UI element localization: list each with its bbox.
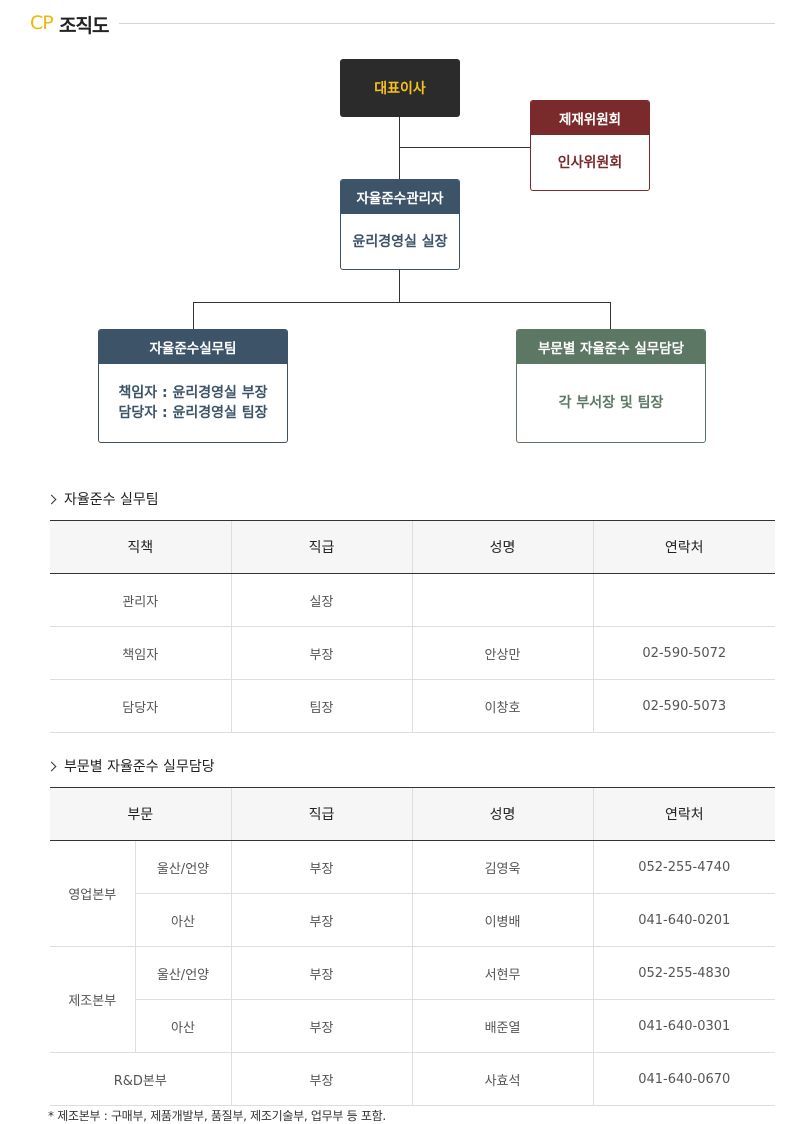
table-cell: 이창호 <box>411 679 593 733</box>
table-cell: 이병배 <box>411 893 594 947</box>
column-header: 직급 <box>230 520 412 574</box>
table-cell: 부장 <box>230 999 413 1053</box>
table-row: 아산 부장 배준열 041-640-0301 <box>50 999 776 1053</box>
section-title-team: 자율준수 실무팀 <box>46 489 159 509</box>
org-node-dept-body: 각 부서장 및 팀장 <box>558 395 664 411</box>
table-cell: 아산 <box>135 999 232 1053</box>
org-node-committee-body: 인사위원회 <box>557 154 623 171</box>
table-cell: 서현무 <box>411 946 594 1000</box>
table-cell: 부장 <box>230 626 412 680</box>
section-title-team-label: 자율준수 실무팀 <box>64 492 159 508</box>
table-cell: 부장 <box>230 946 413 1000</box>
table-cell: 담당자 <box>50 679 231 733</box>
table-cell: 02-590-5073 <box>592 679 775 733</box>
table-cell: 041-640-0301 <box>592 999 776 1053</box>
table-cell: 부장 <box>230 893 413 947</box>
dept-table: 부문 직급 성명 연락처 영업본부 울산/언양 부장 김영욱 052-255-4… <box>50 787 776 1106</box>
table-cell: 책임자 <box>50 626 231 680</box>
column-header: 성명 <box>411 787 594 841</box>
table-row: 영업본부 울산/언양 부장 김영욱 052-255-4740 <box>50 840 776 947</box>
org-node-dept-head: 부문별 자율준수 실무담당 <box>517 330 705 364</box>
table-cell: 052-255-4830 <box>592 946 776 1000</box>
table-cell <box>411 573 593 627</box>
org-node-team-head: 자율준수실무팀 <box>99 330 287 364</box>
connector-team <box>193 302 194 329</box>
table-cell: 김영욱 <box>411 840 594 894</box>
table-cell: 사효석 <box>411 1052 594 1106</box>
header-divider <box>119 23 775 24</box>
table-cell: 041-640-0670 <box>592 1052 776 1106</box>
table-row: 담당자 팀장 이창호 02-590-5073 <box>50 679 775 733</box>
footnote: * 제조본부 : 구매부, 제품개발부, 품질부, 제조기술부, 업무부 등 포… <box>48 1109 386 1123</box>
table-cell: 실장 <box>230 573 412 627</box>
table-row: 아산 부장 이병배 041-640-0201 <box>50 893 776 947</box>
column-header: 연락처 <box>592 520 775 574</box>
column-header: 직책 <box>50 520 231 574</box>
table-header-row: 직책 직급 성명 연락처 <box>50 520 775 574</box>
table-cell: 관리자 <box>50 573 231 627</box>
group-cell: 영업본부 <box>50 840 136 947</box>
table-row: 책임자 부장 안상만 02-590-5072 <box>50 626 775 680</box>
section-title-dept-label: 부문별 자율준수 실무담당 <box>64 759 215 775</box>
column-header: 부문 <box>50 787 232 841</box>
section-prefix: CP <box>30 12 54 34</box>
chevron-right-icon <box>46 761 57 772</box>
table-cell: 041-640-0201 <box>592 893 776 947</box>
connector-ceo-officer <box>399 117 400 179</box>
table-cell: 울산/언양 <box>134 946 232 1000</box>
table-cell: 052-255-4740 <box>592 840 776 894</box>
table-cell: 울산/언양 <box>134 840 232 894</box>
group-cell: R&D본부 <box>50 1052 232 1106</box>
org-node-officer-body: 윤리경영실 실장 <box>352 233 448 250</box>
connector-dept <box>610 302 611 329</box>
table-cell: 부장 <box>230 1052 413 1106</box>
table-cell: 아산 <box>135 893 232 947</box>
connector-officer-down <box>399 270 400 302</box>
org-node-team-line2: 담당자 : 윤리경영실 팀장 <box>118 405 268 421</box>
connector-branch <box>193 302 611 303</box>
table-cell: 안상만 <box>411 626 593 680</box>
chevron-right-icon <box>46 494 57 505</box>
org-node-ceo: 대표이사 <box>340 59 460 117</box>
table-cell: 부장 <box>230 840 413 894</box>
table-cell: 배준열 <box>411 999 594 1053</box>
page-title: 조직도 <box>59 15 109 37</box>
team-table: 직책 직급 성명 연락처 관리자 실장 책임자 부장 안상만 02-590-50… <box>50 520 775 733</box>
org-node-officer: 자율준수관리자 윤리경영실 실장 <box>340 179 460 270</box>
column-header: 성명 <box>411 520 593 574</box>
column-header: 연락처 <box>592 787 776 841</box>
table-header-row: 부문 직급 성명 연락처 <box>50 787 776 841</box>
column-header: 직급 <box>230 787 413 841</box>
org-node-team: 자율준수실무팀 책임자 : 윤리경영실 부장 담당자 : 윤리경영실 팀장 <box>98 329 288 443</box>
section-title-dept: 부문별 자율준수 실무담당 <box>46 756 215 776</box>
group-cell: 제조본부 <box>50 946 136 1053</box>
table-row: R&D본부 부장 사효석 041-640-0670 <box>50 1052 776 1106</box>
org-node-ceo-label: 대표이사 <box>374 81 426 97</box>
table-cell: 02-590-5072 <box>592 626 775 680</box>
table-row: 관리자 실장 <box>50 573 775 627</box>
connector-committee <box>399 147 530 148</box>
org-node-dept: 부문별 자율준수 실무담당 각 부서장 및 팀장 <box>516 329 706 443</box>
table-cell <box>592 573 775 627</box>
org-node-committee: 제재위원회 인사위원회 <box>530 100 650 191</box>
table-cell: 팀장 <box>230 679 412 733</box>
org-node-committee-head: 제재위원회 <box>531 101 649 135</box>
org-node-team-line1: 책임자 : 윤리경영실 부장 <box>118 385 268 401</box>
table-row: 제조본부 울산/언양 부장 서현무 052-255-4830 <box>50 946 776 1053</box>
org-node-officer-head: 자율준수관리자 <box>341 180 459 214</box>
